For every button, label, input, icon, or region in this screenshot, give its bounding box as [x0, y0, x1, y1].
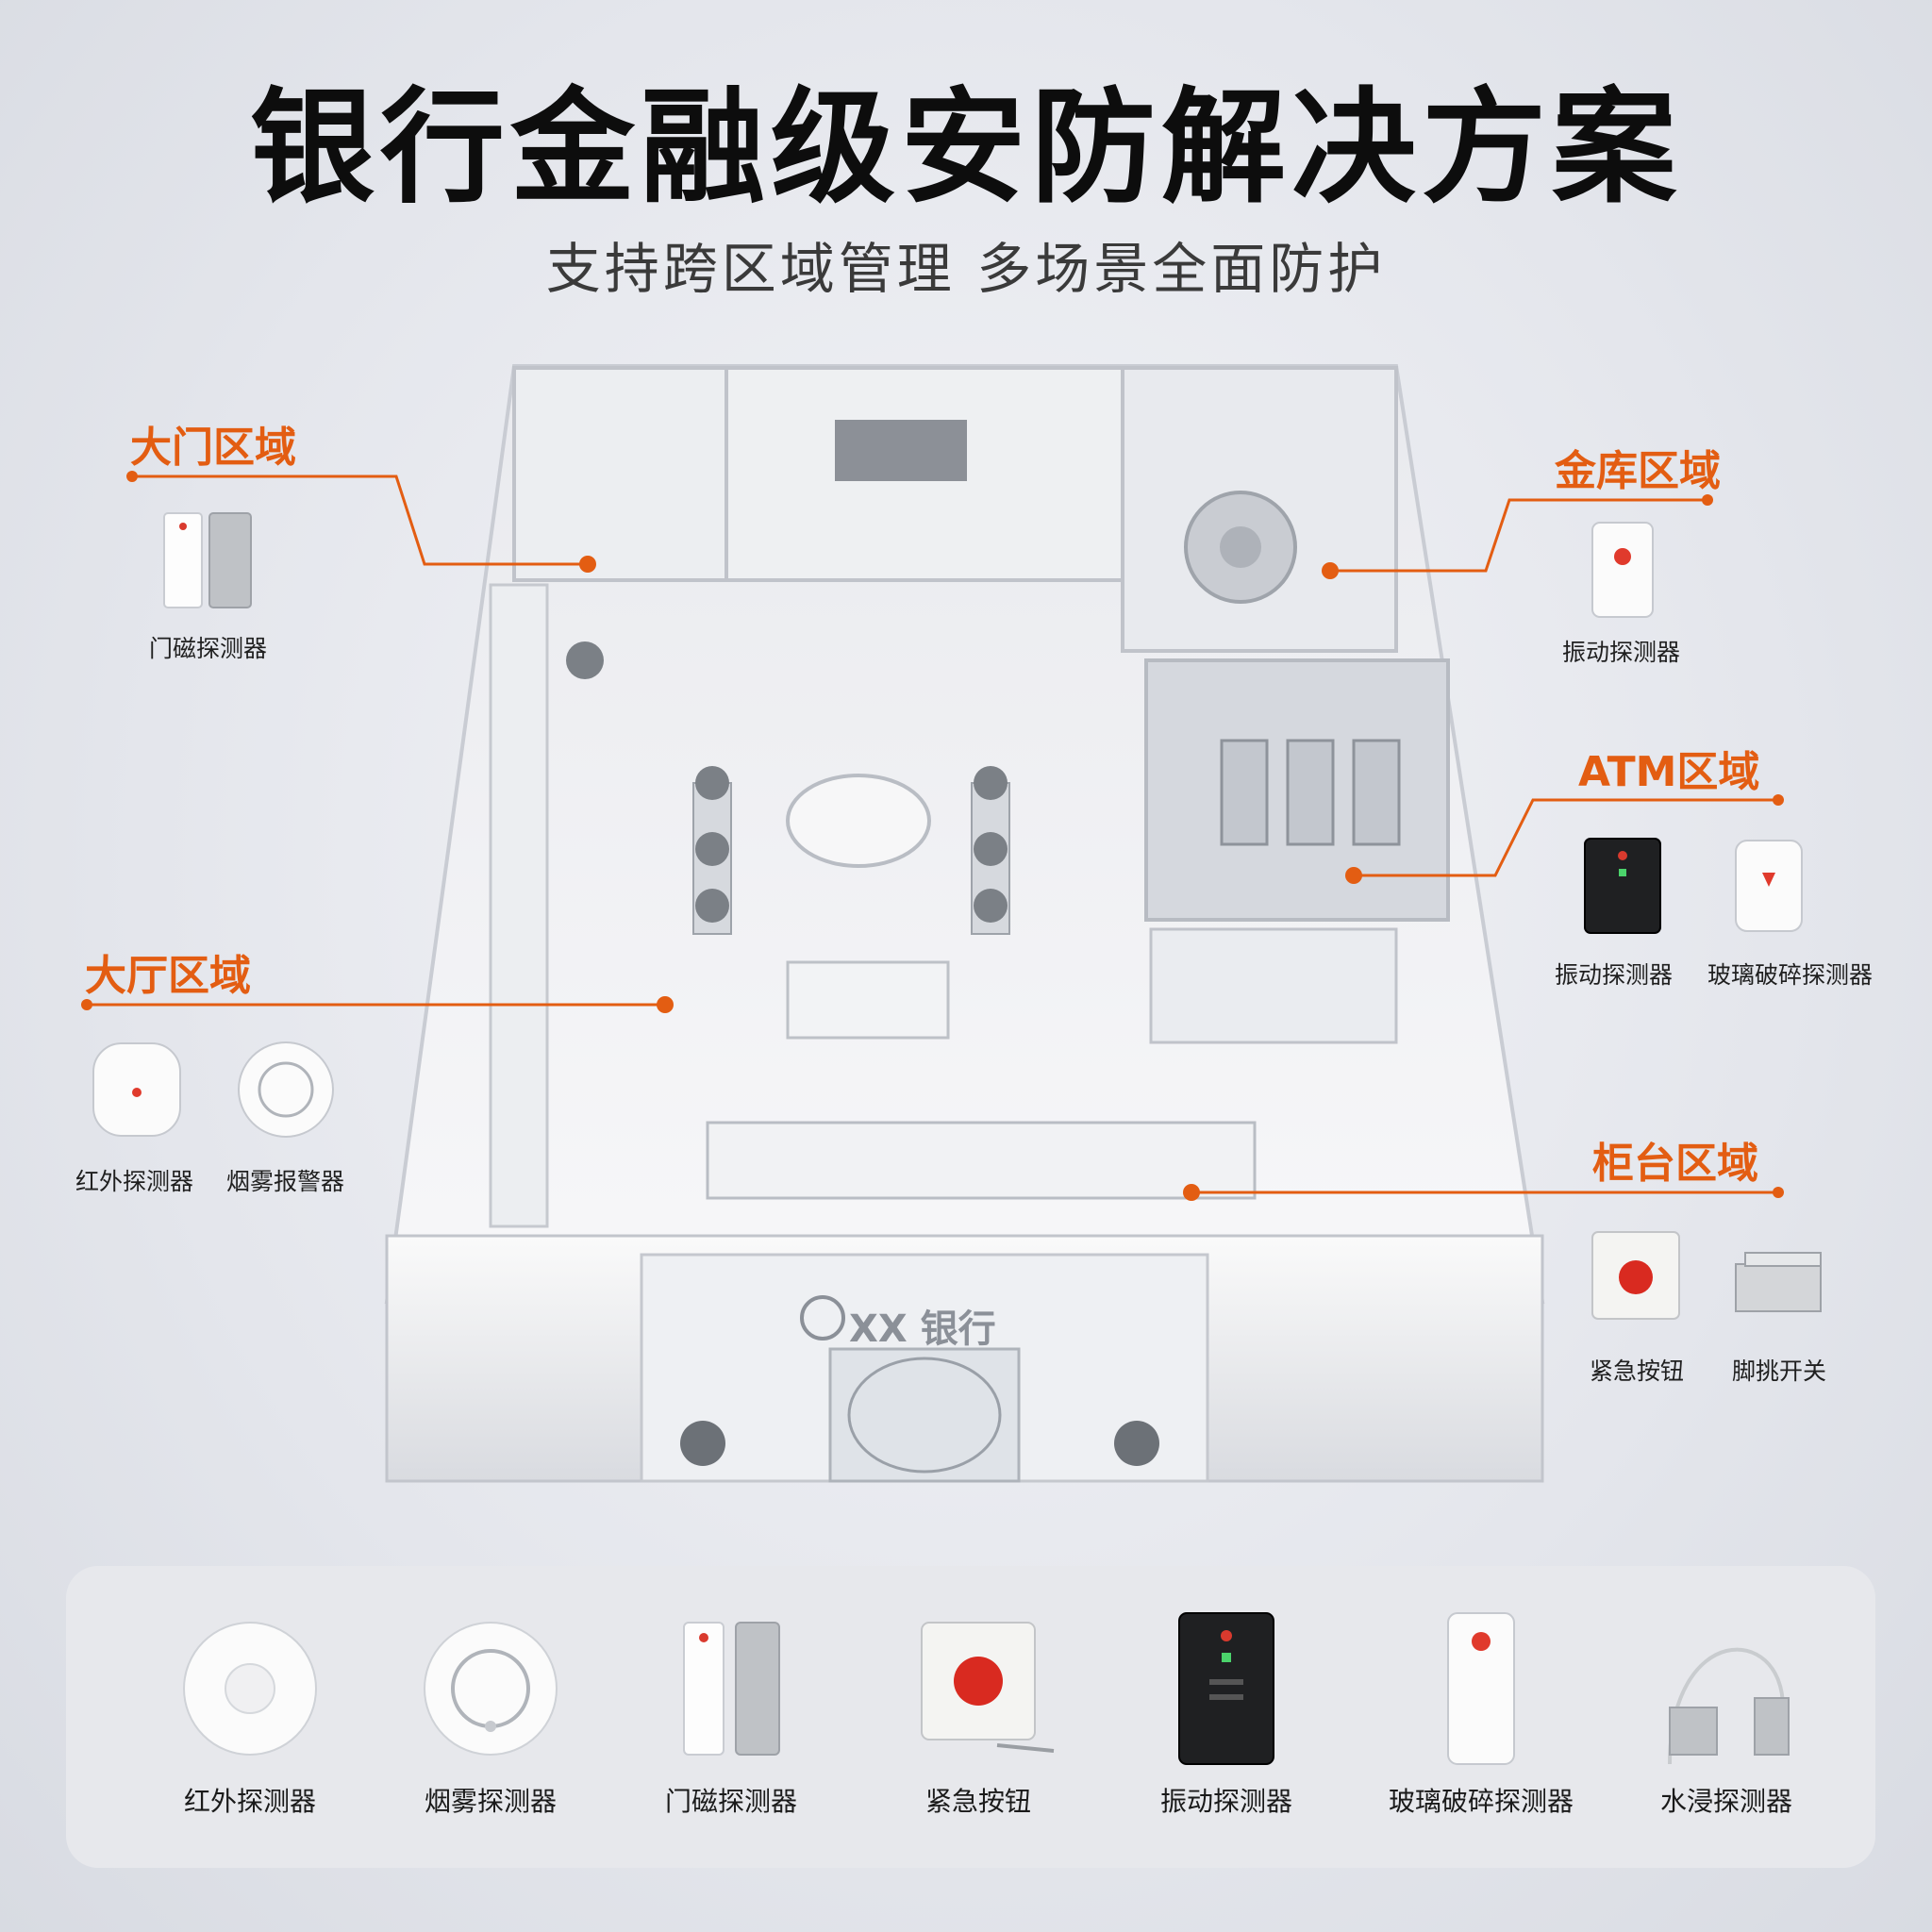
product-item: 红外探测器: [127, 1566, 373, 1868]
counter-device-label-0: 紧急按钮: [1590, 1357, 1685, 1385]
door-magnet-icon: [163, 512, 252, 608]
water-leak-detector-icon: [1668, 1647, 1790, 1765]
infrared-detector-icon: [92, 1042, 181, 1137]
emergency-button-icon: [921, 1622, 1055, 1753]
atm-device-label-1: 玻璃破碎探测器: [1707, 961, 1874, 989]
glass-break-detector-icon: [1447, 1612, 1515, 1765]
smoke-alarm-icon: [238, 1041, 334, 1138]
vault-device-label-0: 振动探测器: [1562, 639, 1681, 666]
product-label: 门磁探测器: [664, 1786, 797, 1817]
glass-break-detector-icon: [1735, 840, 1803, 932]
product-label: 红外探测器: [183, 1786, 316, 1817]
product-item: 门磁探测器: [608, 1566, 854, 1868]
product-label: 紧急按钮: [924, 1786, 1031, 1817]
product-label: 玻璃破碎探测器: [1388, 1786, 1574, 1817]
gate-device-label-0: 门磁探测器: [149, 635, 268, 662]
door-magnet-icon: [683, 1622, 780, 1756]
foot-switch-icon: [1735, 1252, 1822, 1312]
zone-label-gate: 大门区域: [130, 424, 296, 472]
lobby-device-label-1: 烟雾报警器: [226, 1168, 345, 1195]
smoke-detector-icon: [424, 1622, 558, 1756]
product-label: 烟雾探测器: [424, 1786, 557, 1817]
zone-label-vault: 金库区域: [1555, 447, 1721, 495]
product-item: 紧急按钮: [856, 1566, 1101, 1868]
vibration-detector-icon: [1178, 1612, 1274, 1765]
product-item: 水浸探测器: [1604, 1566, 1849, 1868]
atm-device-label-0: 振动探测器: [1555, 961, 1674, 989]
product-label: 振动探测器: [1159, 1786, 1292, 1817]
product-item: 振动探测器: [1104, 1566, 1349, 1868]
product-item: 玻璃破碎探测器: [1358, 1566, 1604, 1868]
zone-label-counter: 柜台区域: [1592, 1140, 1758, 1188]
product-label: 水浸探测器: [1659, 1786, 1792, 1817]
lobby-device-label-0: 红外探测器: [75, 1168, 194, 1195]
vibration-detector-icon: [1591, 522, 1654, 618]
emergency-button-icon: [1591, 1231, 1680, 1320]
vibration-detector-icon: [1584, 838, 1661, 934]
bank-sign: XX 银行: [849, 1307, 996, 1351]
product-item: 烟雾探测器: [368, 1566, 613, 1868]
counter-device-label-1: 脚挑开关: [1732, 1357, 1827, 1385]
zone-label-lobby: 大厅区域: [85, 952, 251, 1000]
page-title: 银行金融级安防解决方案: [250, 75, 1682, 221]
page-subtitle: 支持跨区域管理 多场景全面防护: [545, 237, 1387, 301]
infrared-detector-icon: [183, 1622, 317, 1756]
zone-label-atm: ATM区域: [1578, 748, 1760, 796]
product-panel: 红外探测器 烟雾探测器 门磁探测器 紧急按钮: [66, 1566, 1875, 1868]
